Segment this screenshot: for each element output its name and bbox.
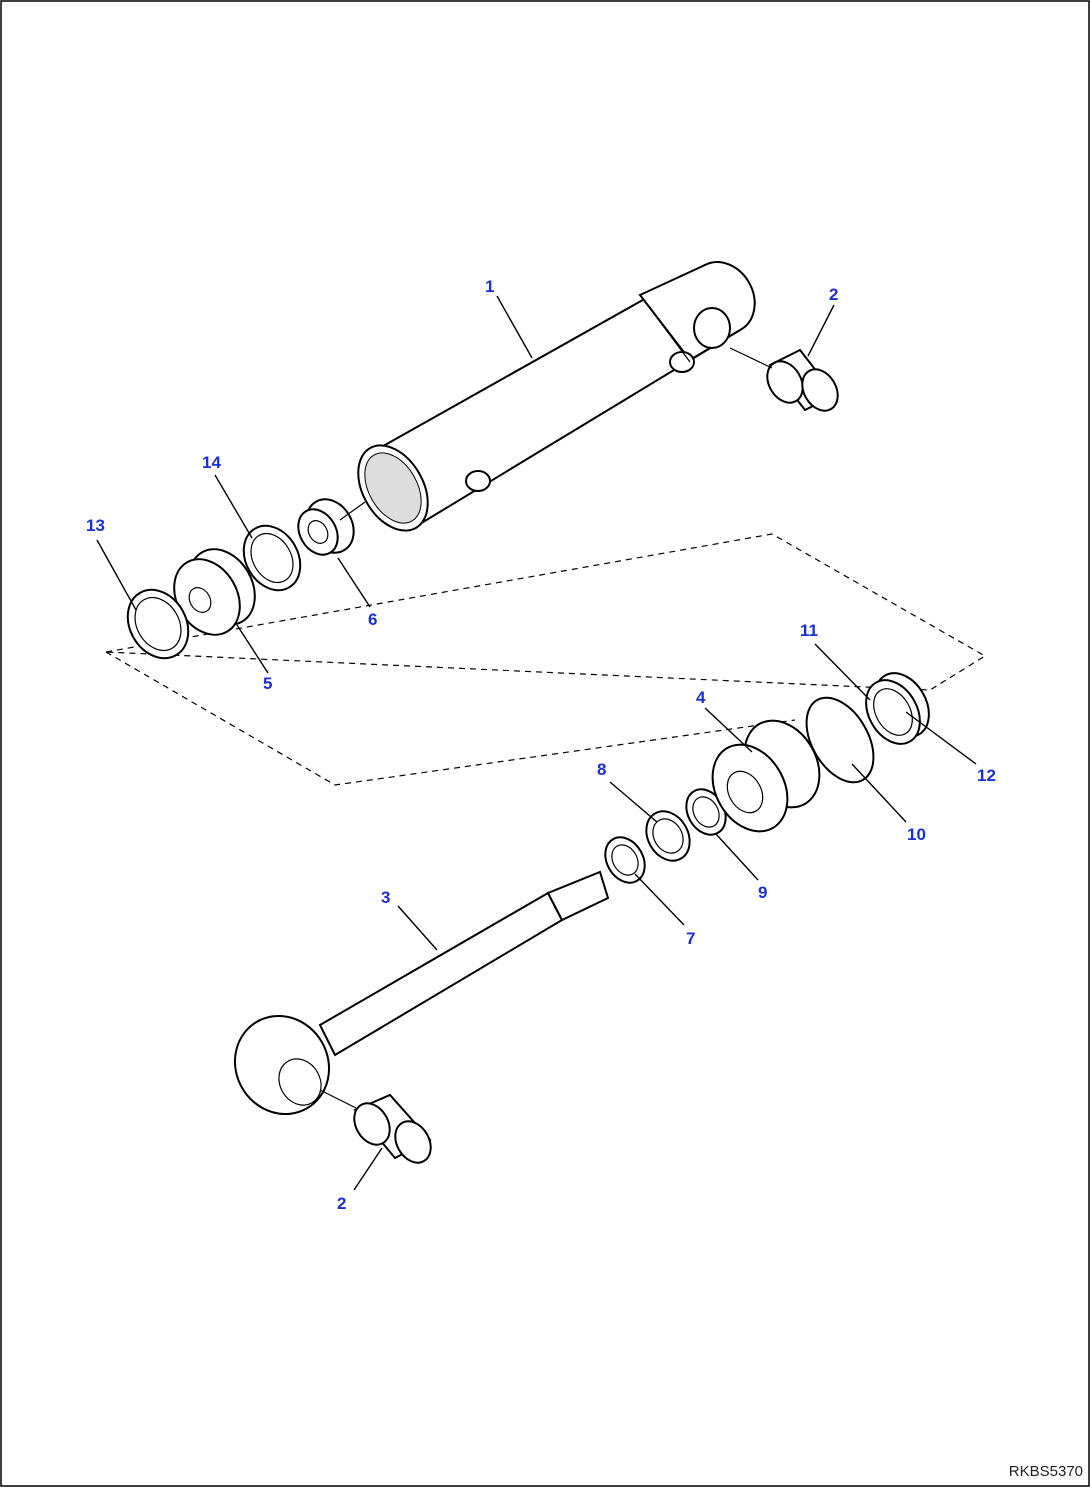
leader-lines [96, 295, 977, 1191]
dust-seal [604, 836, 646, 884]
callout-13: 13 [86, 516, 105, 535]
callout-2-lower: 2 [337, 1194, 346, 1213]
callout-1: 1 [485, 277, 494, 296]
callout-10: 10 [907, 825, 926, 844]
callout-11: 11 [800, 621, 818, 640]
piston-rod [233, 870, 610, 1116]
cylinder-head [711, 719, 821, 833]
piston [173, 548, 256, 636]
document-id: RKBS5370 [1009, 1463, 1083, 1480]
callout-3: 3 [381, 888, 390, 907]
callout-14: 14 [202, 453, 221, 472]
callout-12: 12 [977, 766, 996, 785]
callout-4: 4 [696, 688, 706, 707]
cylinder-tube [357, 261, 756, 532]
callout-6: 6 [368, 610, 377, 629]
callout-8: 8 [597, 760, 606, 779]
group-outline-lower [105, 651, 796, 786]
piston-nut [297, 498, 366, 556]
callout-7: 7 [686, 929, 695, 948]
bushing-upper [729, 347, 839, 412]
wear-ring [242, 524, 302, 592]
rod-seal-ring [645, 810, 691, 862]
callout-5: 5 [263, 674, 272, 693]
backup-ring [865, 672, 930, 745]
bushing-lower [319, 1089, 432, 1164]
callout-9: 9 [758, 883, 767, 902]
o-ring [805, 696, 875, 784]
callout-labels: 1 2 2 3 4 5 6 7 8 9 10 11 12 13 14 [86, 277, 996, 1213]
callout-2-upper: 2 [829, 285, 838, 304]
piston-ring [126, 588, 190, 660]
